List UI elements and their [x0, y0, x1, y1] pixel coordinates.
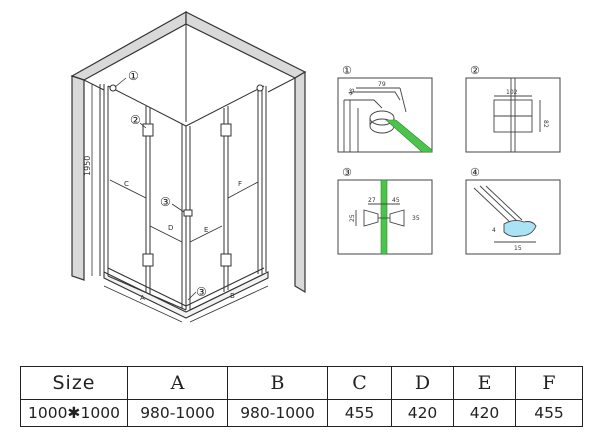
- detail-4-dim-a: 4: [492, 227, 496, 234]
- detail-4: ④ 4 15: [465, 166, 561, 255]
- value-c: 455: [327, 399, 392, 427]
- detail-1-number: ①: [342, 64, 352, 77]
- dimension-b-label: B: [230, 292, 235, 300]
- detail-3: ③ 27 45 25 35: [337, 166, 433, 255]
- wall-inner-lines: [83, 24, 296, 122]
- right-door: [185, 85, 267, 311]
- size-spec-table: Size A B C D E F 1000✱1000 980-1000 980-…: [20, 366, 583, 427]
- detail-2: ② 102 82: [465, 64, 561, 153]
- callout-2: ②: [130, 113, 141, 127]
- dimension-d-label: D: [168, 224, 173, 232]
- detail-1-dim-a: 45: [347, 87, 356, 97]
- value-size: 1000✱1000: [20, 399, 128, 427]
- header-b: B: [227, 366, 328, 400]
- hinges: [109, 84, 264, 267]
- detail-4-dim-b: 15: [514, 245, 522, 252]
- detail-4-number: ④: [470, 166, 480, 179]
- value-f: 455: [515, 399, 583, 427]
- callout-3-upper: ③: [160, 195, 171, 209]
- callout-3-lower: ③: [196, 285, 207, 299]
- detail-2-number: ②: [470, 64, 480, 77]
- detail-2-dim-b: 82: [542, 120, 549, 128]
- header-e: E: [453, 366, 516, 400]
- callout-1: ①: [128, 69, 139, 83]
- detail-1-dim-b: 79: [378, 81, 386, 88]
- header-f: F: [515, 366, 583, 400]
- dimension-e-label: E: [204, 226, 208, 234]
- detail-3-dim-c: 25: [349, 214, 356, 222]
- dimension-a-label: A: [140, 294, 145, 302]
- inner-dimensions: [91, 84, 269, 323]
- dimension-c-label: C: [124, 180, 129, 188]
- value-b: 980-1000: [227, 399, 328, 427]
- value-d: 420: [391, 399, 454, 427]
- detail-2-dim-a: 102: [506, 89, 518, 96]
- header-c: C: [327, 366, 392, 400]
- detail-1: ① 45 79: [337, 64, 433, 153]
- detail-3-dim-a: 27: [368, 197, 376, 204]
- shower-enclosure-diagram: 1950 C D E F A B ① ② ③ ③ ① 45 79 ②: [70, 10, 561, 323]
- header-a: A: [127, 366, 228, 400]
- header-size: Size: [20, 366, 128, 400]
- table-header-row: Size A B C D E F: [20, 366, 583, 400]
- detail-3-dim-b: 45: [392, 197, 400, 204]
- dimension-f-label: F: [238, 180, 242, 188]
- detail-3-dim-d: 35: [412, 215, 420, 222]
- value-e: 420: [453, 399, 516, 427]
- shower-tray: [103, 267, 269, 319]
- header-d: D: [391, 366, 454, 400]
- detail-3-number: ③: [342, 166, 352, 179]
- wall-corner: [70, 10, 307, 294]
- height-dimension-label: 1950: [83, 156, 92, 176]
- table-row: 1000✱1000 980-1000 980-1000 455 420 420 …: [20, 399, 583, 427]
- value-a: 980-1000: [127, 399, 228, 427]
